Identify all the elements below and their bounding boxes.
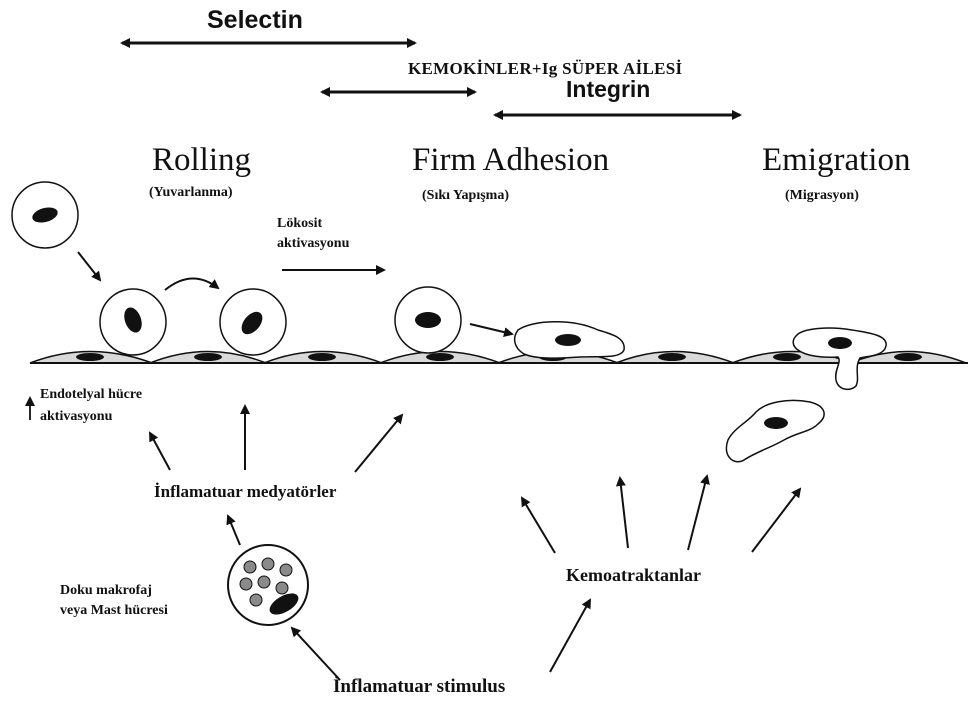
stimulus-arrow-icon xyxy=(292,628,340,680)
migrated-leukocyte-icon xyxy=(726,400,824,461)
stimulus-arrow-icon xyxy=(550,600,590,672)
chemoattractants-label: Kemoatraktanlar xyxy=(566,565,701,586)
emigration-subtitle: (Migrasyon) xyxy=(785,188,859,204)
macrophage-line2: veya Mast hücresi xyxy=(60,601,168,621)
inflammatory-mediators-label: İnflamatuar medyatörler xyxy=(154,482,336,502)
selectin-label: Selectin xyxy=(207,6,303,35)
macrophage-label: Doku makrofaj veya Mast hücresi xyxy=(60,581,168,621)
leukocyte-activation-line1: Lökosit xyxy=(277,214,349,234)
endothelial-nucleus-icon xyxy=(308,353,336,361)
leukocyte-nucleus-icon xyxy=(764,417,788,429)
chemoattractant-arrow-icon xyxy=(620,478,628,548)
approach-arrow-icon xyxy=(78,252,100,280)
granule-icon xyxy=(250,594,262,606)
endothelial-activation-line1: Endotelyal hücre xyxy=(40,384,142,406)
chemoattractant-arrow-icon xyxy=(688,476,707,550)
endothelial-activation-line2: aktivasyonu xyxy=(40,406,142,428)
rolling-arrow-icon xyxy=(165,278,218,290)
leukocyte-nucleus-icon xyxy=(555,334,581,346)
rolling-subtitle: (Yuvarlanma) xyxy=(149,185,233,201)
mediator-arrow-icon xyxy=(355,415,402,472)
endothelial-nucleus-icon xyxy=(76,353,104,361)
granule-icon xyxy=(280,564,292,576)
granule-icon xyxy=(258,576,270,588)
granule-icon xyxy=(276,582,288,594)
mediator-arrow-icon xyxy=(150,433,170,470)
chemoattractant-arrow-icon xyxy=(752,489,800,552)
firm-adhesion-subtitle: (Sıkı Yapışma) xyxy=(422,188,509,204)
chemoattractant-arrow-icon xyxy=(522,498,555,553)
macrophage-line1: Doku makrofaj xyxy=(60,581,168,601)
endothelial-nucleus-icon xyxy=(658,353,686,361)
firm-adhesion-title: Firm Adhesion xyxy=(412,142,609,179)
endothelial-nucleus-icon xyxy=(194,353,222,361)
leukocyte-nucleus-icon xyxy=(828,337,852,349)
endothelial-activation-label: Endotelyal hücre aktivasyonu xyxy=(40,384,142,428)
inflammatory-stimulus-label: İnflamatuar stimulus xyxy=(333,676,505,698)
endothelial-nucleus-icon xyxy=(894,353,922,361)
leukocyte-activation-label: Lökosit aktivasyonu xyxy=(277,214,349,254)
leukocyte-activation-line2: aktivasyonu xyxy=(277,234,349,254)
endothelial-nucleus-icon xyxy=(773,353,801,361)
emigration-title: Emigration xyxy=(762,142,910,179)
mast-cell-arrow-icon xyxy=(228,516,240,545)
granule-icon xyxy=(262,558,274,570)
leukocyte-nucleus-icon xyxy=(415,312,441,328)
granule-icon xyxy=(244,561,256,573)
spreading-arrow-icon xyxy=(470,324,512,334)
endothelial-nucleus-icon xyxy=(426,353,454,361)
rolling-title: Rolling xyxy=(152,142,251,179)
integrin-label: Integrin xyxy=(566,76,650,103)
granule-icon xyxy=(240,578,252,590)
